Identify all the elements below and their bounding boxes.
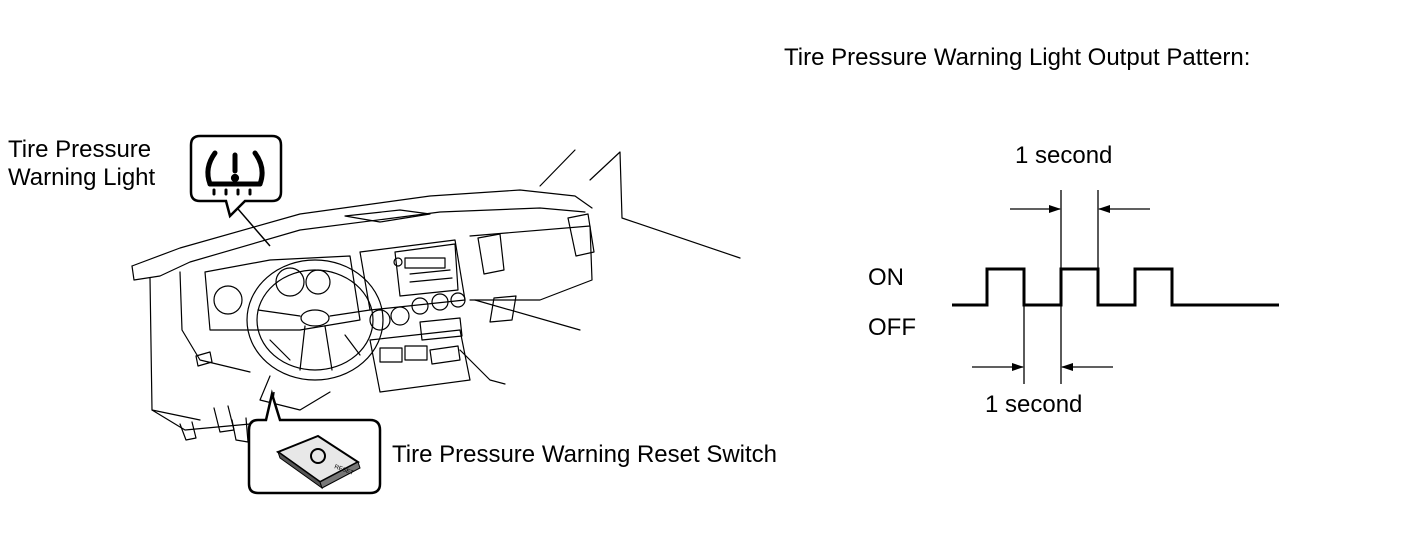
warning-light-label-line-2: Warning Light xyxy=(8,164,156,191)
waveform-line xyxy=(952,267,1279,307)
warning-light-label: Tire Pressure Warning Light xyxy=(8,136,155,192)
on-duration-label: 1 second xyxy=(1015,142,1113,169)
dashboard-illustration xyxy=(131,149,741,443)
pattern-title: Tire Pressure Warning Light Output Patte… xyxy=(784,44,1251,71)
output-pattern-waveform xyxy=(952,190,1279,384)
off-duration-label: 1 second xyxy=(985,391,1083,418)
tire-pressure-warning-icon xyxy=(205,150,265,196)
reset-switch-label: Tire Pressure Warning Reset Switch xyxy=(392,441,778,468)
off-duration-arrow-left xyxy=(1012,363,1024,371)
reset-switch-icon: RESET xyxy=(275,434,361,490)
warning-light-label-line-1: Tire Pressure xyxy=(8,136,152,163)
reset-switch-callout: RESET xyxy=(247,389,382,495)
on-state-label: ON xyxy=(868,264,904,291)
off-duration-arrow-right xyxy=(1061,363,1073,371)
on-duration-arrow-left xyxy=(1049,205,1061,213)
warning-light-callout xyxy=(189,134,283,219)
on-duration-arrow-right xyxy=(1098,205,1110,213)
off-state-label: OFF xyxy=(868,314,916,341)
